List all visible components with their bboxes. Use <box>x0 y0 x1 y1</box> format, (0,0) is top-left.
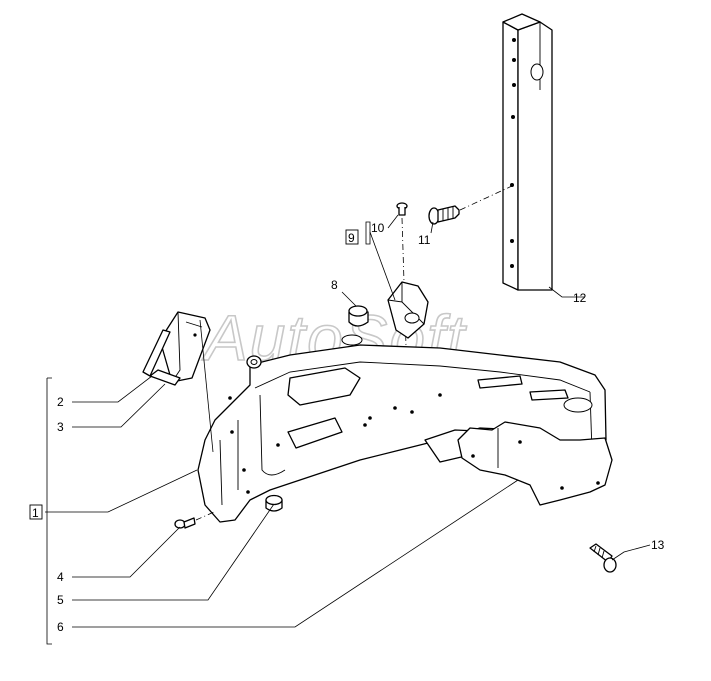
callout-12: 12 <box>573 291 587 305</box>
callout-10: 10 <box>371 221 385 235</box>
callout-1: 1 <box>32 506 39 520</box>
screw-part-11[interactable] <box>428 205 460 225</box>
screw-part-4[interactable] <box>174 517 196 529</box>
callout-5: 5 <box>57 593 64 607</box>
nut-detail <box>246 355 262 369</box>
bush-part-5[interactable] <box>265 494 283 512</box>
callout-2: 2 <box>57 395 64 409</box>
clip-part-2[interactable] <box>142 329 181 386</box>
callout-box-1 <box>29 504 43 520</box>
bolt-part-13[interactable] <box>589 543 617 573</box>
centerline-11-12 <box>459 185 513 211</box>
bush-part-8[interactable] <box>348 305 369 327</box>
plate-part-6[interactable] <box>457 421 613 506</box>
vertical-bracket-part-12[interactable] <box>502 13 553 291</box>
callout-3: 3 <box>57 420 64 434</box>
centerline-4 <box>195 511 215 521</box>
callout-labels: 1 2 3 4 5 6 8 9 10 11 12 13 <box>29 221 665 634</box>
callout-13: 13 <box>651 538 665 552</box>
callout-box-9 <box>345 229 359 245</box>
callout-9: 9 <box>348 231 355 245</box>
callout-8: 8 <box>331 278 338 292</box>
callout-4: 4 <box>57 570 64 584</box>
callout-6: 6 <box>57 620 64 634</box>
screw-part-10[interactable] <box>396 202 408 216</box>
leader-lines <box>45 214 651 645</box>
callout-11: 11 <box>418 233 431 247</box>
clamp-part-9[interactable] <box>387 281 429 339</box>
